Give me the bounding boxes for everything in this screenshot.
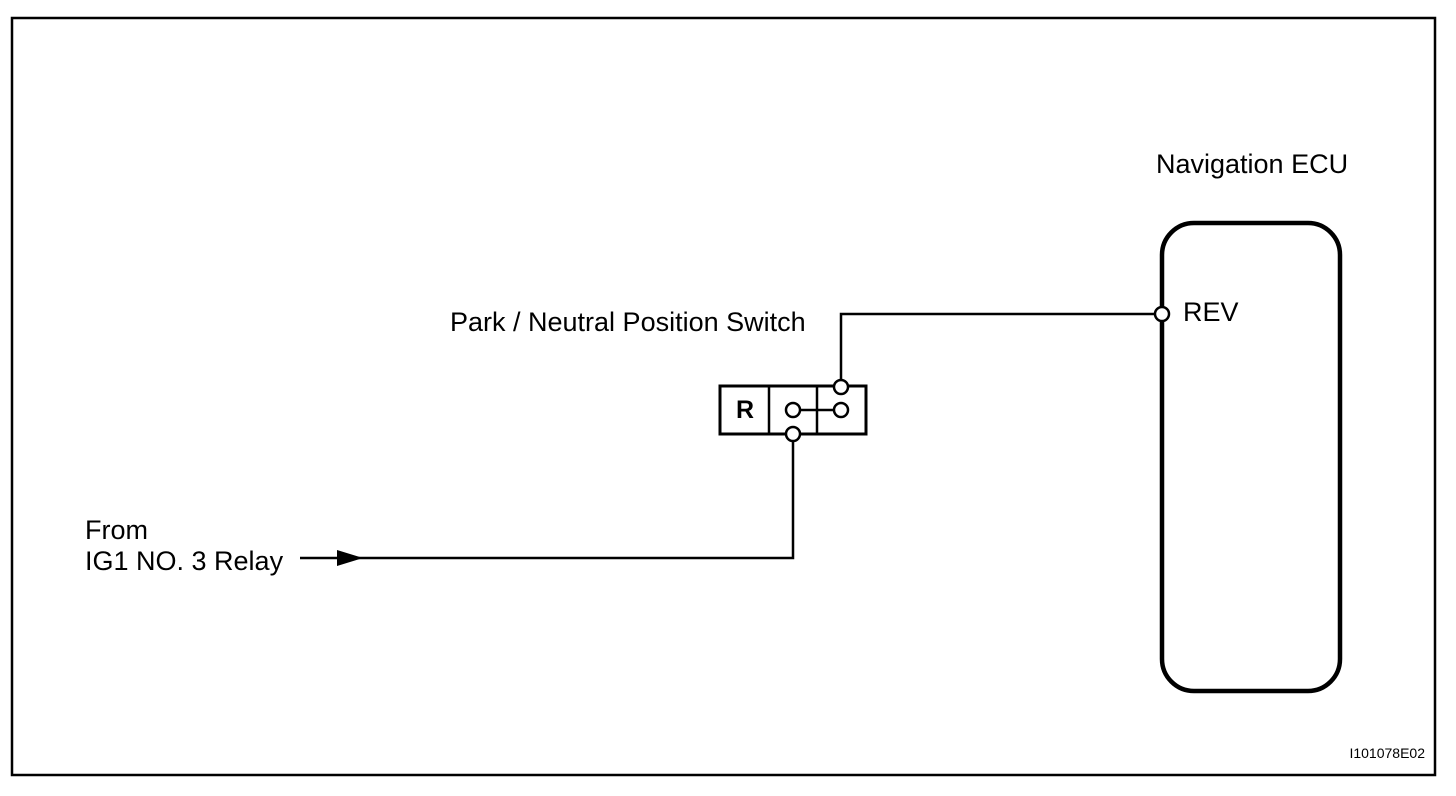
switch-position-label: R <box>735 395 755 424</box>
page-border <box>10 16 1437 777</box>
switch-bottom-terminal <box>784 425 802 443</box>
wire-relay-to-switch <box>300 440 795 560</box>
source-label-line2: IG1 NO. 3 Relay <box>85 546 284 576</box>
wire-switch-to-ecu <box>839 312 1157 380</box>
source-label: From IG1 NO. 3 Relay <box>85 515 283 577</box>
ecu-title-label: Navigation ECU <box>1156 149 1349 179</box>
switch-right-contact <box>832 401 850 419</box>
rev-terminal-label: REV <box>1183 297 1239 327</box>
ecu-rev-terminal <box>1153 305 1171 323</box>
figure-code-label: I101078E02 <box>1349 745 1425 761</box>
arrow-head-icon <box>337 550 363 566</box>
source-label-line1: From <box>85 515 148 545</box>
switch-title-label: Park / Neutral Position Switch <box>450 307 806 337</box>
ecu-outline <box>1159 220 1343 694</box>
switch-middle-contact <box>784 401 802 419</box>
switch-top-terminal <box>832 378 850 396</box>
